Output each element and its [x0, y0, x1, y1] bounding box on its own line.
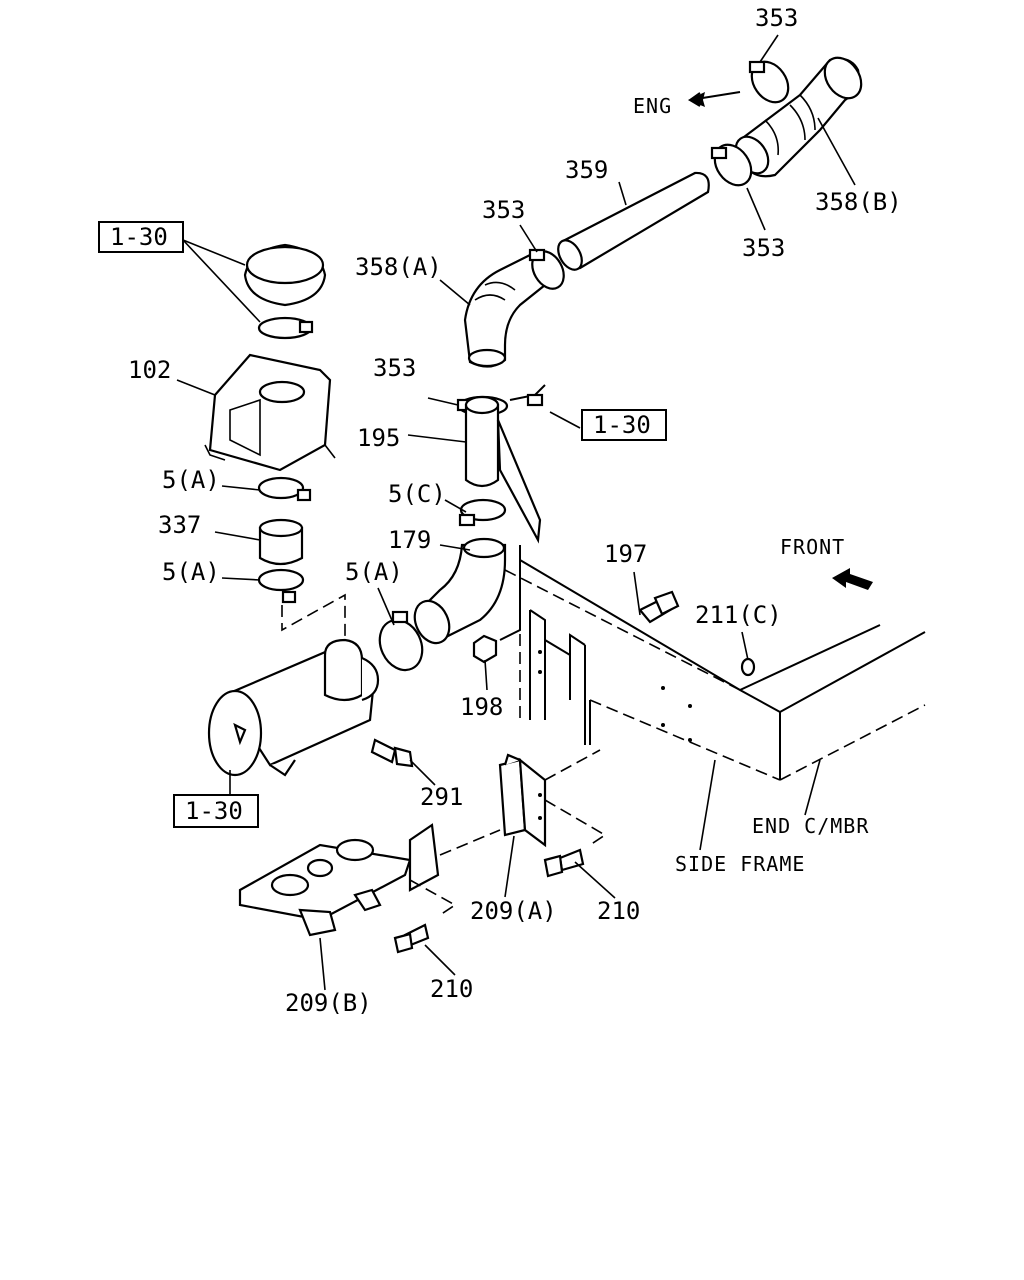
side-frame-drawing	[504, 559, 926, 781]
label-5a-upper: 5(A)	[162, 466, 220, 494]
label-end-cmbr: END C/MBR	[752, 814, 869, 838]
sleeve-337-drawing	[258, 518, 304, 566]
label-5a-mid: 5(A)	[345, 558, 403, 586]
clamp-5a-lower-drawing	[257, 568, 305, 604]
clamp-5a-upper-drawing	[257, 476, 312, 502]
pipe-195-drawing	[464, 384, 546, 544]
ref-box-middle-text: 1-30	[593, 411, 651, 439]
bolt-210-lower-drawing	[393, 923, 430, 954]
label-side-frame: SIDE FRAME	[675, 852, 805, 876]
label-337: 337	[158, 511, 201, 539]
label-359: 359	[565, 156, 608, 184]
nut-198-drawing	[472, 634, 498, 664]
label-211c: 211(C)	[695, 601, 782, 629]
front-arrow-icon	[832, 568, 873, 590]
label-5c: 5(C)	[388, 480, 446, 508]
clamp-5c-drawing	[458, 498, 507, 527]
leader-lines	[176, 34, 856, 991]
label-195: 195	[357, 424, 400, 452]
ref-box-bottom-left	[173, 794, 259, 828]
bracket-209b-drawing	[238, 823, 440, 937]
label-291: 291	[420, 783, 463, 811]
label-358a: 358(A)	[355, 253, 442, 281]
eng-arrow-icon	[688, 92, 705, 107]
label-front: FRONT	[780, 535, 845, 559]
frame-bracket-drawing	[499, 545, 586, 745]
label-5a-lower: 5(A)	[162, 558, 220, 586]
hose-358b-drawing	[734, 56, 863, 178]
label-209a: 209(A)	[470, 897, 557, 925]
label-353-right: 353	[742, 234, 785, 262]
hose-358a-drawing	[463, 253, 547, 368]
hose-359-drawing	[557, 171, 710, 271]
label-353-mid: 353	[482, 196, 525, 224]
ref-box-middle	[581, 409, 667, 441]
label-198: 198	[460, 693, 503, 721]
cap-drawing	[243, 243, 327, 340]
ref-box-top-left-text: 1-30	[110, 223, 168, 251]
bolt-197-drawing	[638, 590, 680, 624]
label-210-right: 210	[597, 897, 640, 925]
label-197: 197	[604, 540, 647, 568]
label-353-top: 353	[755, 4, 798, 32]
housing-102-drawing	[204, 353, 336, 472]
ref-box-top-left	[98, 221, 184, 253]
label-eng: ENG	[633, 94, 672, 118]
label-209b: 209(B)	[285, 989, 372, 1017]
clamp-5a-mid-drawing	[378, 610, 424, 672]
label-210-lower: 210	[430, 975, 473, 1003]
elbow-179-drawing	[413, 537, 507, 645]
label-358b: 358(B)	[815, 188, 902, 216]
bracket-209a-drawing	[498, 753, 547, 848]
bolt-291-drawing	[370, 738, 414, 768]
air-cleaner-drawing	[207, 638, 380, 777]
washer-211c-drawing	[740, 657, 756, 677]
label-102: 102	[128, 356, 171, 384]
ref-box-bottom-left-text: 1-30	[185, 797, 243, 825]
label-179: 179	[388, 526, 431, 554]
label-353-lower: 353	[373, 354, 416, 382]
